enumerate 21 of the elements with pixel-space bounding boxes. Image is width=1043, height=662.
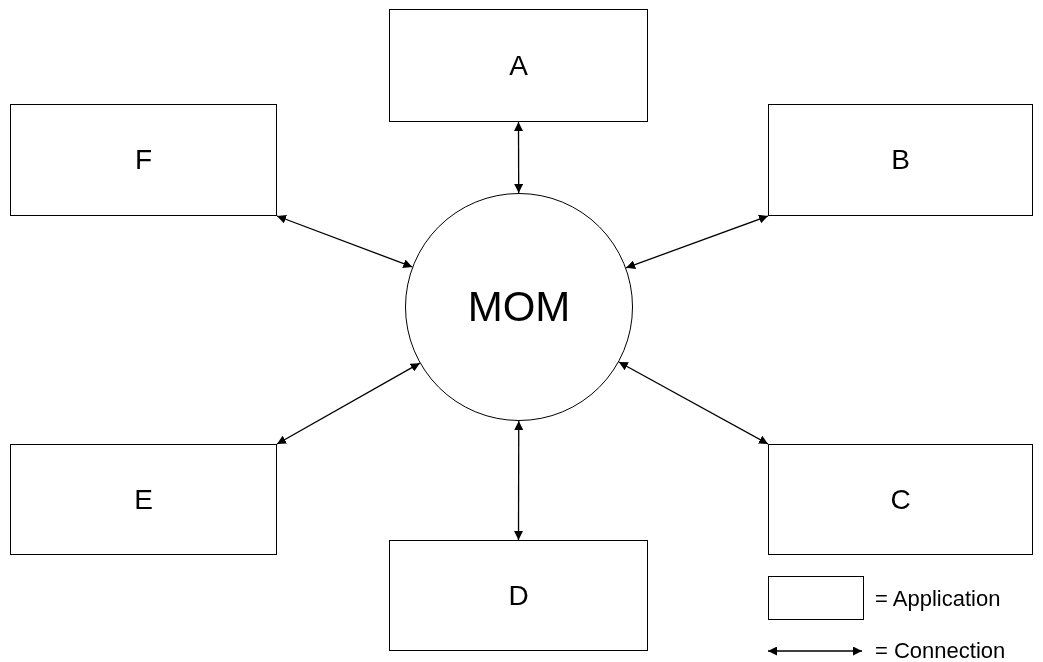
node-label: MOM xyxy=(467,283,571,331)
connection-arrow xyxy=(625,214,769,269)
application-box xyxy=(10,104,277,216)
connection-arrow xyxy=(276,214,413,268)
node-label: E xyxy=(134,483,153,516)
application-box xyxy=(389,9,648,122)
application-box xyxy=(10,444,277,555)
node-label: F xyxy=(134,144,153,176)
connection-arrow xyxy=(514,121,524,194)
application-box xyxy=(768,444,1033,555)
node-label: C xyxy=(890,483,911,516)
node-label: B xyxy=(891,144,910,176)
application-box xyxy=(389,540,648,651)
legend-label: = Application xyxy=(875,586,1001,612)
connection-arrow xyxy=(514,420,524,541)
legend-label: = Connection xyxy=(875,638,1006,662)
connection-arrow xyxy=(276,362,421,445)
node-label: D xyxy=(508,579,529,612)
node-label: A xyxy=(509,49,528,82)
application-box xyxy=(768,104,1033,216)
connection-arrow xyxy=(618,361,769,445)
